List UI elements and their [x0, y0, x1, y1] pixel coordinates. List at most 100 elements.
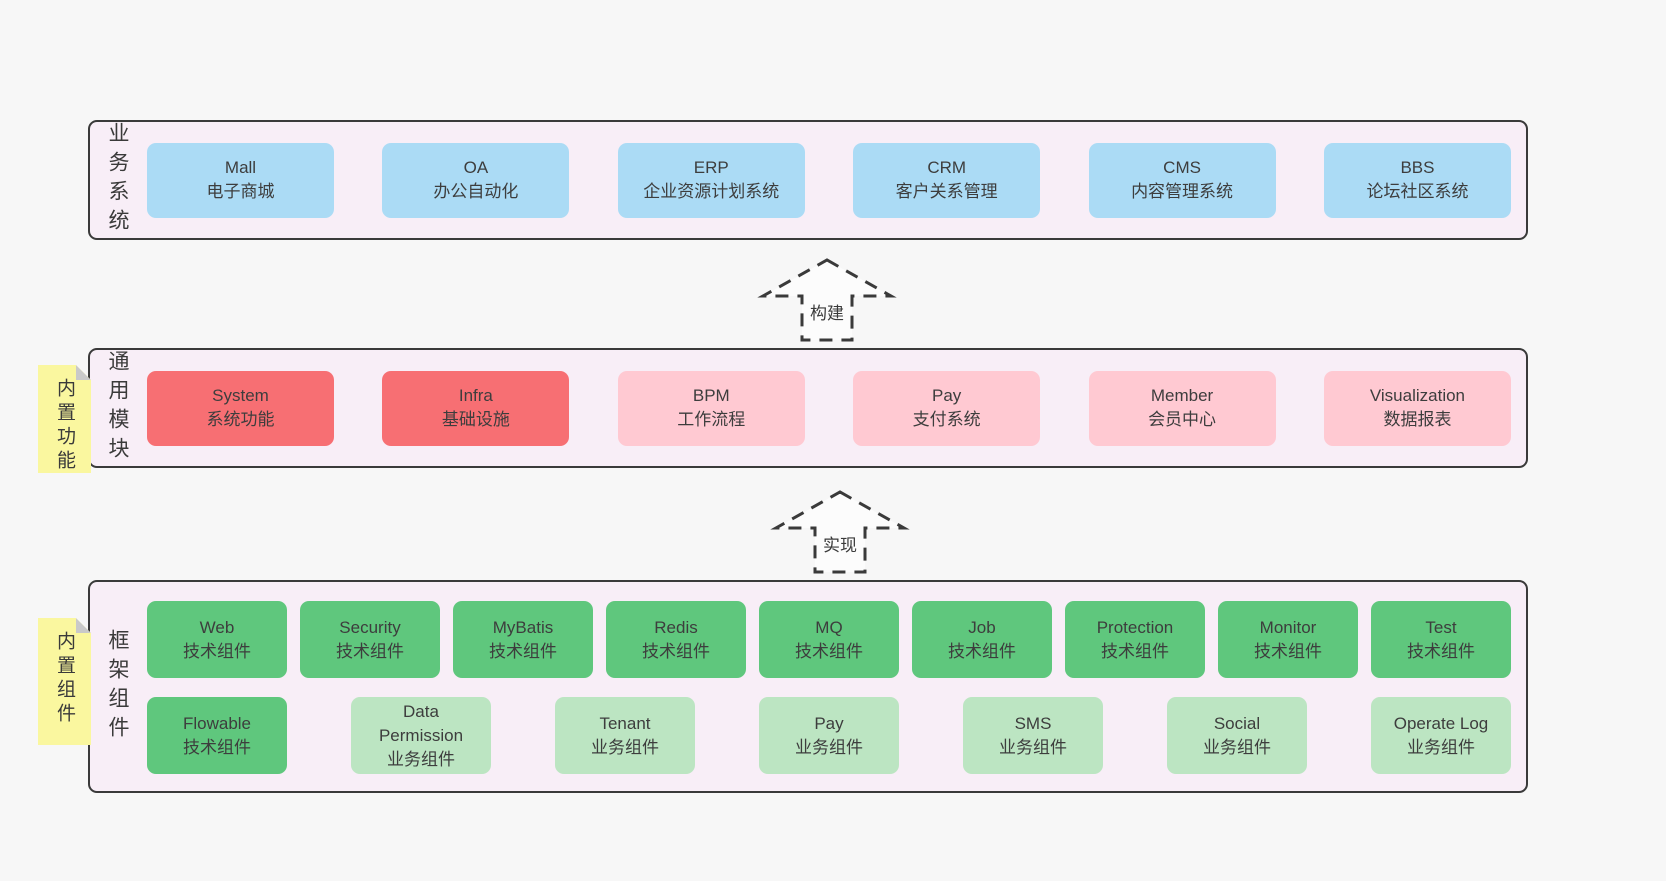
node-name: BBS — [1400, 158, 1435, 177]
node-subtitle: 业务组件 — [795, 737, 863, 757]
node-name: CRM — [927, 158, 967, 177]
node-subtitle: 电子商城 — [206, 182, 275, 201]
arrow-build: 构建 — [757, 256, 897, 344]
node-subtitle: 业务组件 — [1203, 737, 1271, 757]
node-subtitle: 支付系统 — [912, 410, 981, 429]
node-system: System 系统功能 — [147, 370, 334, 446]
node-data-permission: Data Permission 业务组件 — [351, 697, 491, 774]
node-mall: Mall 电子商城 — [147, 142, 334, 218]
node-subtitle: 技术组件 — [1407, 641, 1475, 661]
node-subtitle: 数据报表 — [1383, 410, 1452, 429]
node-monitor: Monitor 技术组件 — [1218, 601, 1358, 678]
node-pay: Pay 支付系统 — [853, 370, 1041, 446]
node-redis: Redis 技术组件 — [606, 601, 746, 678]
node-name: Security — [339, 617, 401, 637]
node-subtitle: 技术组件 — [1101, 641, 1169, 661]
node-name: Pay — [932, 386, 962, 405]
sticky-note-text: 内置功能 — [54, 378, 75, 474]
node-bpm: BPM 工作流程 — [617, 370, 805, 446]
node-name: MyBatis — [492, 617, 554, 637]
node-name: Monitor — [1259, 617, 1317, 637]
node-subtitle: 系统功能 — [206, 410, 275, 429]
node-protection: Protection 技术组件 — [1065, 601, 1205, 678]
node-web: Web 技术组件 — [147, 601, 287, 678]
module-boxes-row: System 系统功能 Infra 基础设施 BPM 工作流程 Pay 支付系统… — [147, 350, 1511, 466]
node-name: Redis — [654, 617, 698, 637]
node-crm: CRM 客户关系管理 — [853, 142, 1041, 218]
node-name: Web — [199, 617, 235, 637]
node-name: OA — [463, 158, 489, 177]
node-mq: MQ 技术组件 — [759, 601, 899, 678]
node-name: Flowable — [182, 713, 252, 733]
node-name: SMS — [1014, 713, 1052, 733]
node-job: Job 技术组件 — [912, 601, 1052, 678]
node-name: Member — [1150, 386, 1214, 405]
node-subtitle: 技术组件 — [183, 737, 251, 757]
node-subtitle: 技术组件 — [183, 641, 251, 661]
node-name: Pay — [814, 713, 844, 733]
node-name: Tenant — [599, 713, 651, 733]
node-cms: CMS 内容管理系统 — [1088, 142, 1276, 218]
node-sms: SMS 业务组件 — [963, 697, 1103, 774]
node-tenant: Tenant 业务组件 — [555, 697, 695, 774]
node-infra: Infra 基础设施 — [382, 370, 570, 446]
node-subtitle: 技术组件 — [948, 641, 1016, 661]
node-subtitle: 技术组件 — [336, 641, 404, 661]
sticky-note-built-in-components: 内置组件 — [38, 618, 91, 745]
node-subtitle: 论坛社区系统 — [1366, 182, 1469, 201]
node-visualization: Visualization 数据报表 — [1323, 370, 1511, 446]
node-bbs: BBS 论坛社区系统 — [1323, 142, 1511, 218]
node-name: Operate Log — [1393, 713, 1489, 733]
node-oa: OA 办公自动化 — [382, 142, 570, 218]
node-name: Data Permission — [378, 701, 464, 745]
node-subtitle: 工作流程 — [677, 410, 746, 429]
node-mybatis: MyBatis 技术组件 — [453, 601, 593, 678]
sticky-note-built-in-features: 内置功能 — [38, 365, 91, 473]
node-subtitle: 客户关系管理 — [895, 182, 998, 201]
node-name: ERP — [693, 158, 729, 177]
node-erp: ERP 企业资源计划系统 — [617, 142, 805, 218]
node-name: Social — [1213, 713, 1261, 733]
node-subtitle: 会员中心 — [1148, 410, 1217, 429]
node-subtitle: 办公自动化 — [433, 182, 519, 201]
arrow-implement-label: 实现 — [820, 531, 860, 556]
node-name: BPM — [692, 386, 730, 405]
node-pay-business: Pay 业务组件 — [759, 697, 899, 774]
node-name: Protection — [1096, 617, 1174, 637]
band-common-modules: 通用模块 System 系统功能 Infra 基础设施 BPM 工作流程 Pay… — [88, 348, 1528, 468]
node-operate-log: Operate Log 业务组件 — [1371, 697, 1511, 774]
node-subtitle: 企业资源计划系统 — [643, 182, 780, 201]
node-social: Social 业务组件 — [1167, 697, 1307, 774]
band-business-systems: 业务系统 Mall 电子商城 OA 办公自动化 ERP 企业资源计划系统 CRM… — [88, 120, 1528, 240]
node-name: CMS — [1163, 158, 1201, 177]
node-subtitle: 技术组件 — [642, 641, 710, 661]
node-subtitle: 业务组件 — [591, 737, 659, 757]
band-label-common-modules: 通用模块 — [106, 350, 129, 466]
band-framework-components: 框架组件 Web 技术组件 Security 技术组件 MyBatis 技术组件… — [88, 580, 1528, 793]
component-boxes-grid: Web 技术组件 Security 技术组件 MyBatis 技术组件 Redi… — [147, 601, 1511, 774]
node-name: Mall — [224, 158, 257, 177]
band-label-framework-components: 框架组件 — [106, 628, 129, 745]
sticky-note-text: 内置组件 — [54, 631, 75, 727]
node-member: Member 会员中心 — [1088, 370, 1276, 446]
node-subtitle: 基础设施 — [441, 410, 510, 429]
arrow-implement: 实现 — [770, 488, 910, 576]
node-name: Infra — [458, 386, 493, 405]
node-security: Security 技术组件 — [300, 601, 440, 678]
node-name: MQ — [815, 617, 843, 637]
node-subtitle: 技术组件 — [1254, 641, 1322, 661]
node-name: System — [212, 386, 269, 405]
business-boxes-row: Mall 电子商城 OA 办公自动化 ERP 企业资源计划系统 CRM 客户关系… — [147, 122, 1511, 238]
node-subtitle: 业务组件 — [999, 737, 1067, 757]
node-subtitle: 业务组件 — [1407, 737, 1475, 757]
node-name: Visualization — [1369, 386, 1466, 405]
node-subtitle: 技术组件 — [489, 641, 557, 661]
node-subtitle: 业务组件 — [387, 749, 455, 769]
node-name: Job — [968, 617, 996, 637]
arrow-build-label: 构建 — [807, 299, 847, 324]
node-test: Test 技术组件 — [1371, 601, 1511, 678]
node-subtitle: 技术组件 — [795, 641, 863, 661]
node-name: Test — [1425, 617, 1457, 637]
band-label-business-systems: 业务系统 — [106, 122, 129, 238]
